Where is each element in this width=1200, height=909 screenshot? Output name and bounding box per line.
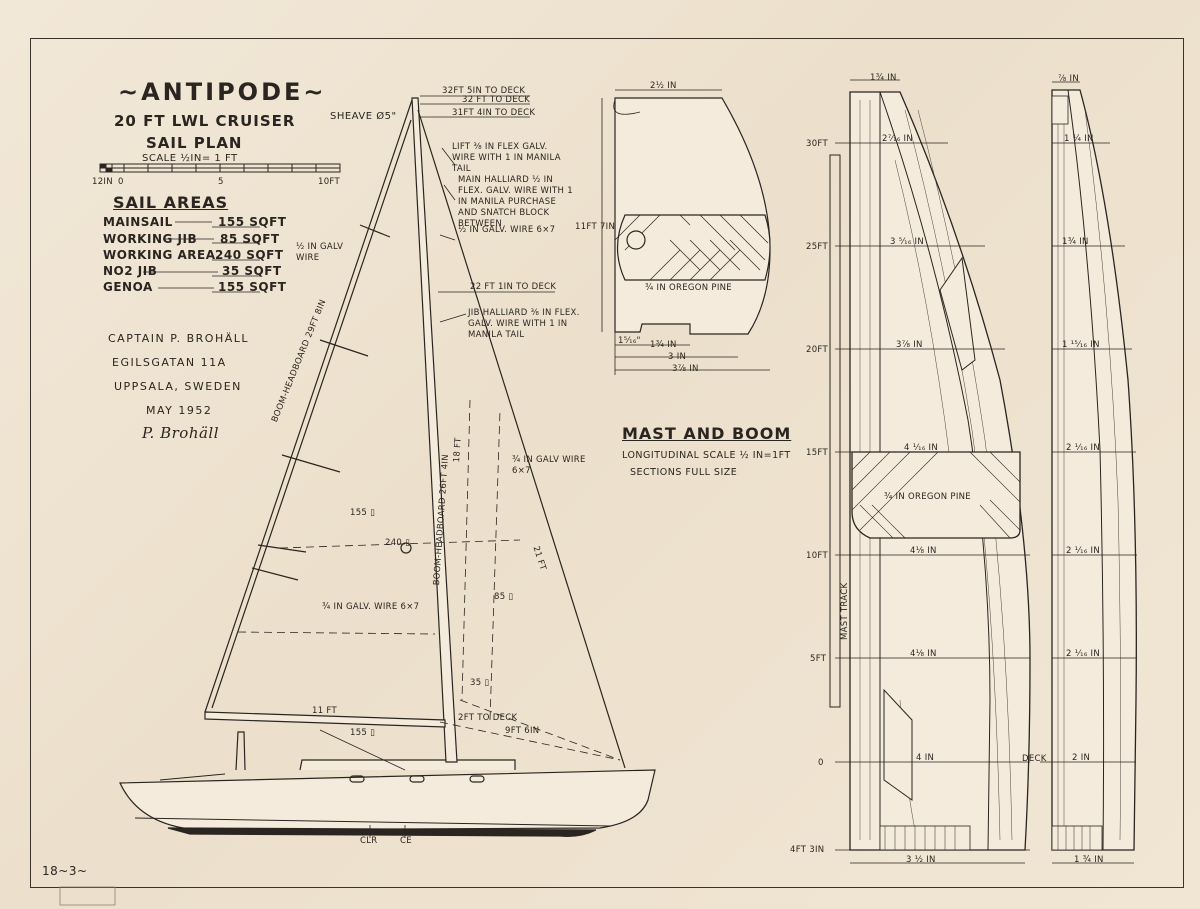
scale-tick-10ft: 10ft — [318, 177, 340, 187]
mast-track-label: Mast Track — [840, 582, 850, 640]
boom-bottom-width: 1 ¾ in — [1074, 855, 1104, 865]
mast-width-0: 4 in — [916, 753, 935, 763]
boom-width-10: 2 ¹⁄₁₆ in — [1066, 546, 1101, 556]
mast-top-width: 1¾ in — [870, 73, 897, 83]
note-galv-wire-67: ½ in Galv. Wire 6×7 — [458, 225, 556, 235]
owner-name: Captain P. Brohäll — [108, 332, 250, 345]
note-jib-halliard: Jib Halliard ⅜ in Flex. Galv. Wire with … — [468, 308, 580, 340]
area-label-working-jib: Working Jib — [103, 232, 198, 246]
scale-tick-5: 5 — [218, 177, 224, 187]
area-value-genoa: 155 sqft — [218, 280, 287, 294]
subtitle-cruiser: 20 Ft Lwl Cruiser — [114, 112, 296, 130]
boom-width-20: 1 ¹⁵⁄₁₆ in — [1062, 340, 1100, 350]
mast-width-5: 4⅛ in — [910, 649, 937, 659]
area-mark-85: 85 ▯ — [494, 592, 514, 602]
note-top3: 31ft 4in to deck — [452, 108, 536, 118]
mast-y-5ft: 5ft — [810, 654, 827, 664]
mast-section-material: ¾ in Oregon Pine — [645, 283, 732, 293]
note-leaders — [420, 95, 555, 323]
mast-width-25: 3 ⁵⁄₁₆ in — [890, 237, 925, 247]
mast-bottom-width: 3 ½ in — [906, 855, 936, 865]
boom-width-5: 2 ¹⁄₁₆ in — [1066, 649, 1101, 659]
sail-plan — [119, 97, 656, 838]
label-ce: CE — [400, 836, 412, 846]
mast-width-15: 4 ¹⁄₁₆ in — [904, 443, 939, 453]
note-boom-11ft: 11 ft — [312, 706, 337, 716]
subtitle-sail-plan: Sail Plan — [146, 134, 243, 152]
note-wire-34: ¾ in Galv Wire 6×7 — [512, 455, 586, 476]
mast-section-height: 11ft 7in — [575, 222, 616, 232]
mast-boom-sections: Sections Full Size — [630, 467, 738, 478]
area-label-working-area: Working Area — [103, 248, 216, 262]
scale-tick-0: 0 — [118, 177, 124, 187]
boom-width-0: 2 in — [1072, 753, 1091, 763]
drawing-date: May 1952 — [146, 404, 213, 417]
owner-street: Egilsgatan 11a — [112, 356, 227, 369]
sail-area-leaders — [143, 221, 260, 293]
mast-width-30: 2⁷⁄₁₆ in — [882, 134, 914, 144]
mast-section-d3: 3 in — [668, 352, 687, 362]
sail-areas-heading: Sail Areas — [113, 193, 229, 212]
area-value-working-area: 240 sqft — [215, 248, 284, 262]
mast-section — [601, 89, 771, 375]
note-half-galv-wire: ½ in Galv Wire — [296, 242, 344, 263]
boom-top-width: ⅞ in — [1058, 74, 1080, 84]
area-value-no2-jib: 35 sqft — [222, 264, 282, 278]
owner-city: Uppsala, Sweden — [114, 380, 242, 393]
mast-y-4ft3in: 4ft 3in — [790, 845, 825, 855]
drawing-border — [30, 38, 1184, 888]
area-value-mainsail: 155 sqft — [218, 215, 287, 229]
note-main-halliard: Main Halliard ½ in Flex. Galv. Wire with… — [458, 175, 573, 229]
mast-section-d2: 1¾ in — [650, 340, 677, 350]
mast-width-10: 4⅛ in — [910, 546, 937, 556]
signature: P. Brohäll — [142, 424, 220, 442]
mast-boom-scale: Longitudinal Scale ½ in=1ft — [622, 450, 791, 461]
area-label-no2-jib: No2 Jib — [103, 264, 158, 278]
boom-width-15: 2 ¹⁄₁₆ in — [1066, 443, 1101, 453]
note-9ft-6in: 9ft 6in — [505, 726, 540, 736]
boom-longitudinal — [1040, 81, 1137, 864]
scale-tick-12in: 12in — [92, 177, 113, 187]
note-wire-34-b: ¾ in Galv. Wire 6×7 — [322, 602, 420, 612]
area-mark-155b: 155 ▯ — [350, 728, 376, 738]
note-top1: 32ft 5in to deck — [442, 86, 526, 96]
mast-section-top-width: 2½ in — [650, 81, 677, 91]
area-value-working-jib: 85 sqft — [220, 232, 280, 246]
area-mark-35: 35 ▯ — [470, 678, 490, 688]
boom-width-30: 1 ¼ in — [1064, 134, 1094, 144]
mast-material: ¾ in Oregon Pine — [884, 492, 971, 502]
mast-longitudinal — [829, 79, 1031, 864]
mast-y-15ft: 15ft — [806, 448, 828, 458]
scale-bar — [99, 163, 341, 173]
area-mark-155: 155 ▯ — [350, 508, 376, 518]
deck-label: Deck — [1022, 754, 1047, 764]
mast-y-30ft: 30ft — [806, 139, 828, 149]
mast-y-20ft: 20ft — [806, 345, 828, 355]
mast-section-d4: 3⅞ in — [672, 364, 699, 374]
mast-y-10ft: 10ft — [806, 551, 828, 561]
area-mark-240: 240 ▯ — [385, 538, 411, 548]
note-2ft-deck: 2ft to deck — [458, 713, 518, 723]
mast-y-25ft: 25ft — [806, 242, 828, 252]
note-18ft: 18 ft — [452, 437, 464, 463]
mast-width-20: 3⅞ in — [896, 340, 923, 350]
note-sheave: Sheave Ø5" — [330, 111, 397, 122]
note-jib-height: 22 ft 1in to deck — [470, 282, 557, 292]
boom-width-25: 1¾ in — [1062, 237, 1089, 247]
area-label-mainsail: Mainsail — [103, 215, 173, 229]
note-lift: Lift ⅜ in Flex Galv. Wire with 1 in Mani… — [452, 142, 561, 174]
drawing-title: ~ANTIPODE~ — [118, 78, 327, 106]
area-label-genoa: Genoa — [103, 280, 153, 294]
mast-section-d1: 1⁵⁄₁₆" — [618, 336, 641, 346]
archive-stamp — [59, 886, 116, 906]
label-clr: CLR — [360, 836, 378, 846]
sheet-number: 18~3~ — [42, 864, 88, 878]
mast-y-0: 0 — [818, 758, 824, 768]
scale-label: Scale ½in= 1 ft — [142, 153, 238, 164]
note-top2: 32 ft to deck — [462, 95, 531, 105]
mast-boom-title: Mast and Boom — [622, 424, 792, 443]
